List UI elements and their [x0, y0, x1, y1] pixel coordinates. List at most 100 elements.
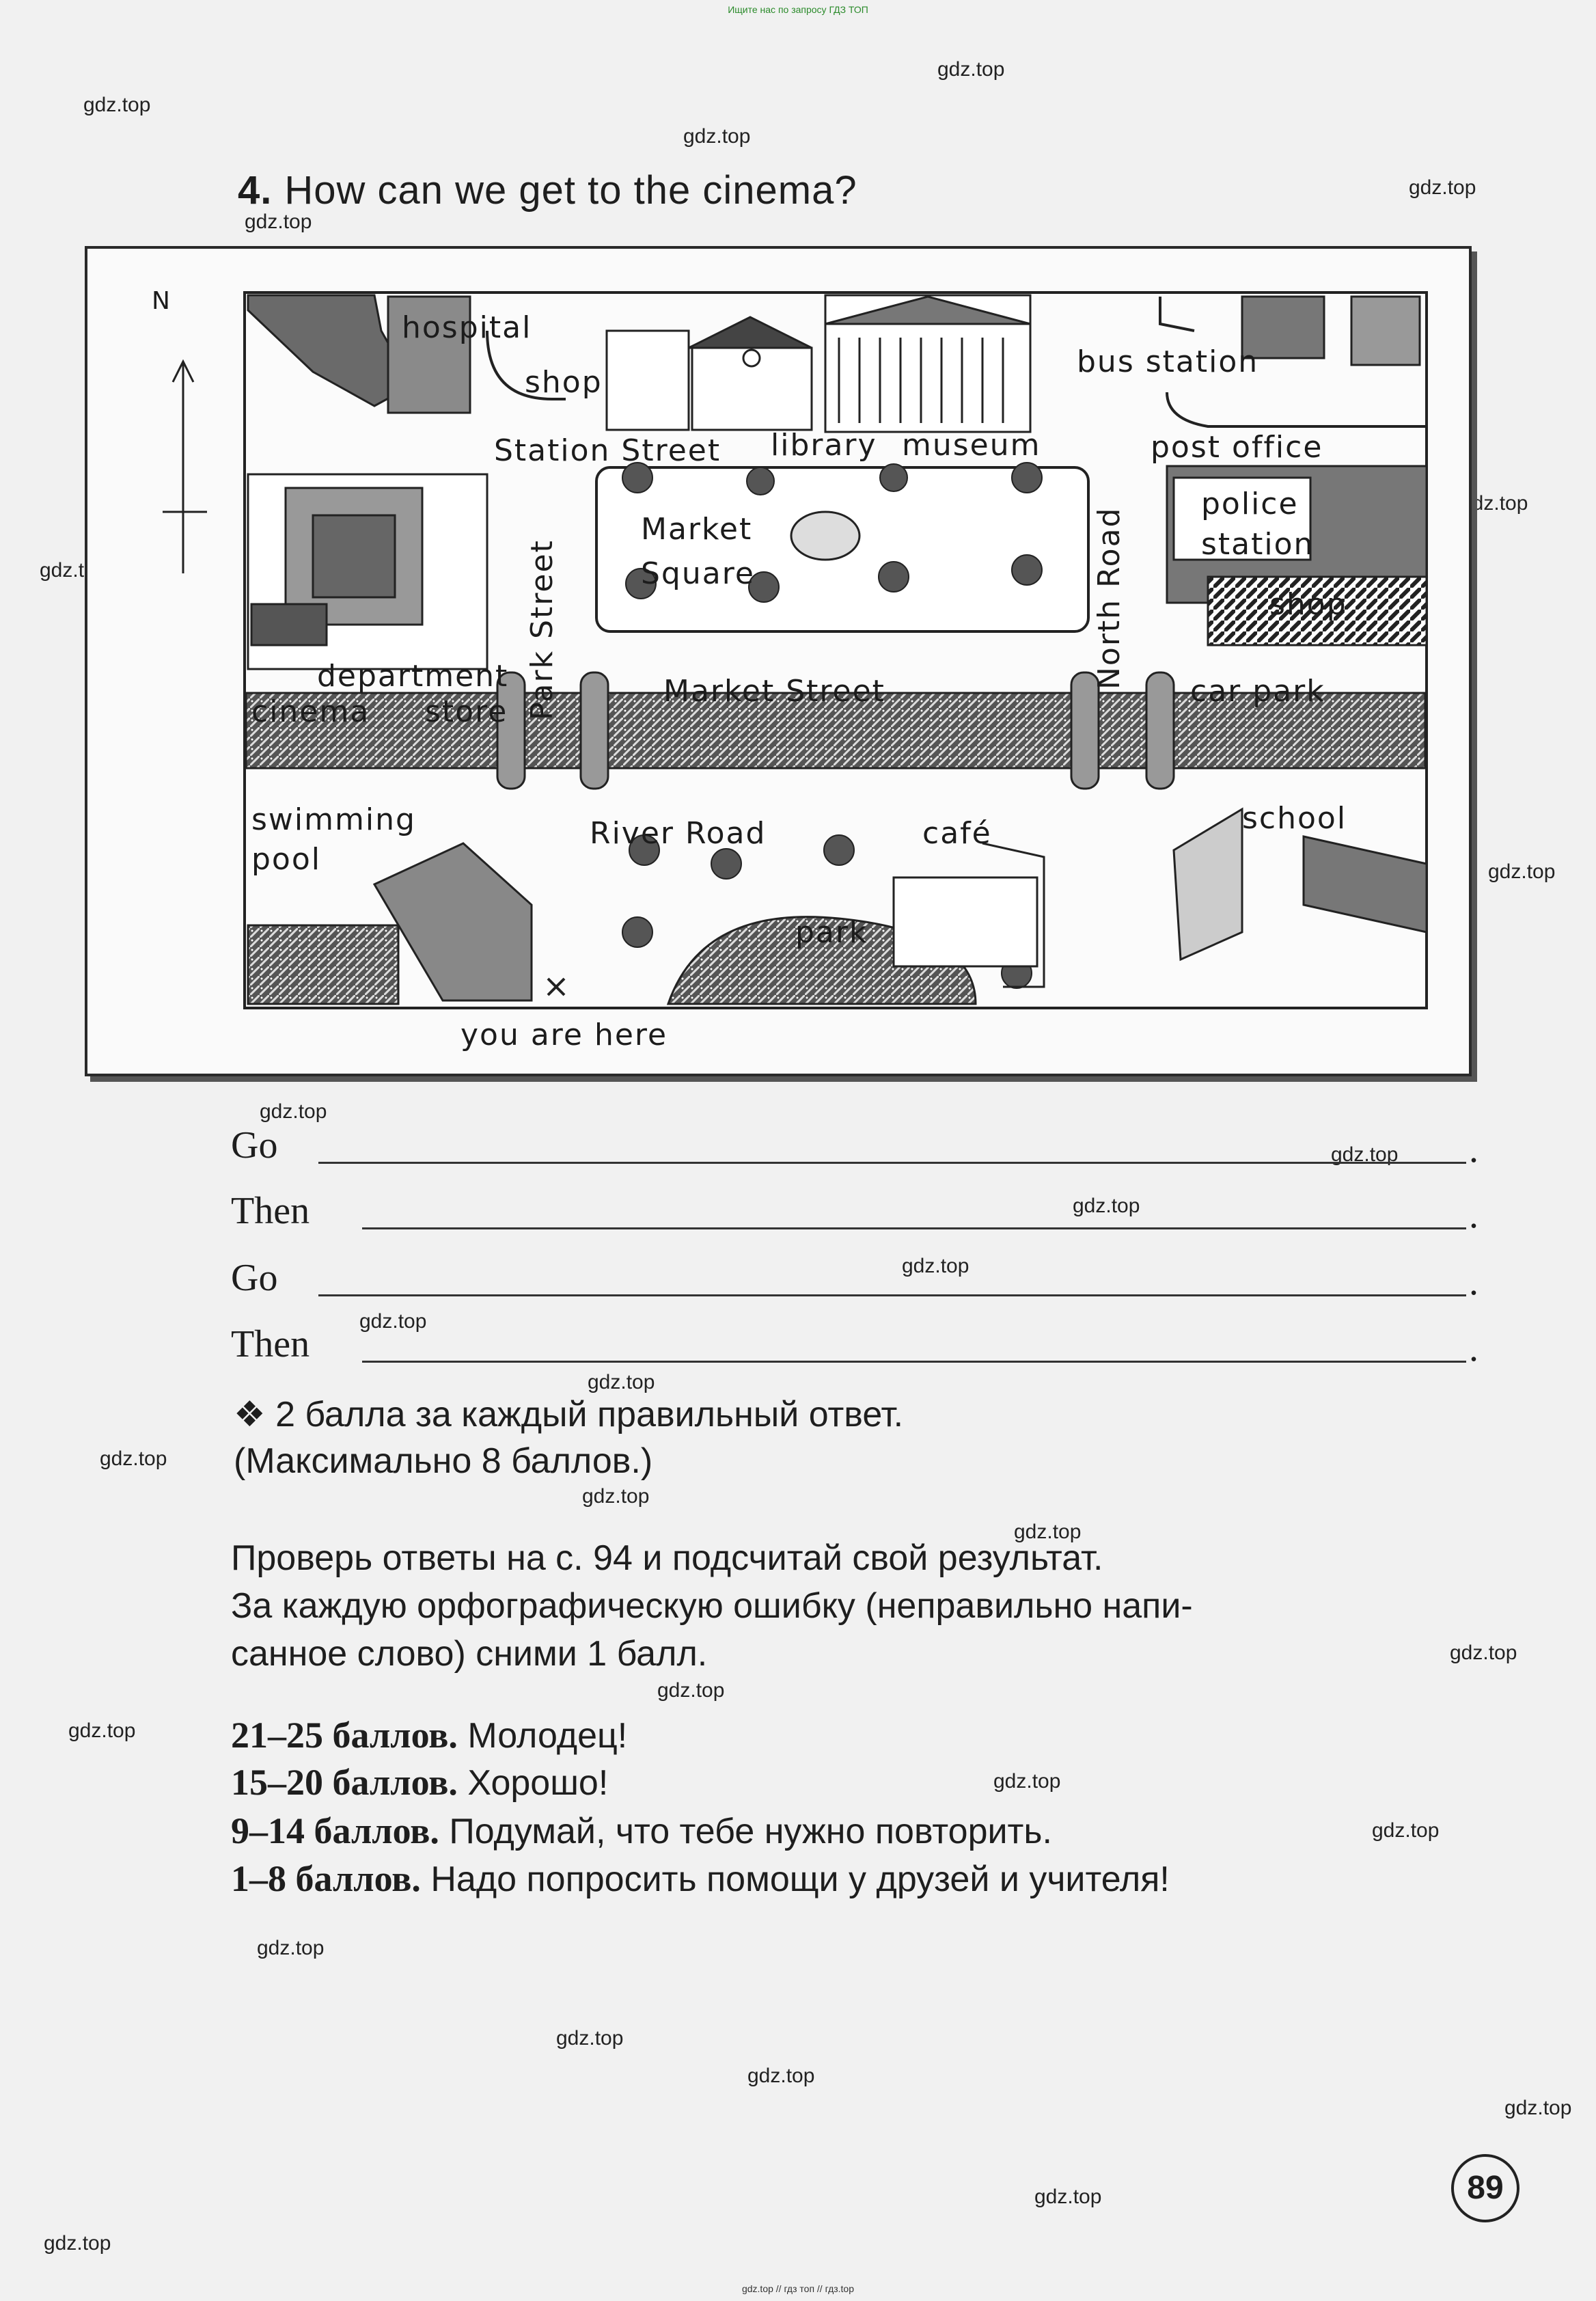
building-shop-right — [1207, 575, 1428, 646]
answer-line-4[interactable] — [362, 1361, 1466, 1363]
answer-dot: . — [1469, 1128, 1478, 1171]
score-range: 21–25 баллов. — [231, 1715, 458, 1756]
watermark: gdz.top — [100, 1447, 167, 1470]
label-shop-right: shop — [1269, 587, 1347, 622]
label-police-2: station — [1201, 527, 1315, 562]
label-park: park — [795, 915, 868, 950]
watermark: gdz.top — [657, 1679, 725, 1702]
label-police-1: police — [1201, 487, 1299, 521]
watermark: gdz.top — [993, 1770, 1061, 1793]
footer-link[interactable]: gdz.top // гдз топ // гдз.top — [741, 2283, 855, 2294]
bridge-middle — [579, 671, 609, 790]
label-station-street: Station Street — [494, 433, 721, 468]
watermark: gdz.top — [1014, 1521, 1082, 1543]
watermark: gdz.top — [245, 210, 312, 233]
label-market-2: Square — [641, 556, 755, 591]
bridge-right — [1070, 671, 1100, 790]
points-max: (Максимально 8 баллов.) — [234, 1441, 653, 1481]
watermark: gdz.top — [359, 1310, 427, 1333]
label-market-street: Market Street — [663, 674, 885, 709]
watermark: gdz.top — [83, 94, 151, 116]
town-map: N hospital shop bus station Station Stre… — [85, 246, 1472, 1076]
bridge-left — [496, 671, 526, 790]
label-pool: pool — [251, 842, 321, 877]
answer-word-2: Then — [231, 1190, 310, 1232]
label-river-road: River Road — [590, 816, 767, 851]
task-number: 4. — [238, 168, 273, 213]
watermark: gdz.top — [588, 1371, 655, 1393]
watermark: gdz.top — [260, 1100, 327, 1123]
watermark: gdz.top — [683, 125, 751, 148]
building-cinema — [250, 603, 328, 646]
watermark: gdz.top — [582, 1485, 650, 1508]
watermark: gdz.top — [1461, 492, 1528, 515]
label-post-office: post office — [1151, 430, 1323, 465]
label-hospital: hospital — [402, 310, 532, 345]
you-are-here-cross-icon — [547, 977, 566, 996]
building-shop-top — [605, 329, 690, 431]
answer-dot: . — [1469, 1327, 1478, 1370]
watermark: gdz.top — [1372, 1819, 1440, 1842]
label-car-park: car park — [1190, 674, 1325, 709]
watermark: gdz.top — [556, 2027, 624, 2050]
score-range: 15–20 баллов. — [231, 1762, 458, 1803]
building-bottom-left — [372, 842, 533, 1002]
kerb — [486, 330, 566, 400]
building-cafe — [892, 876, 1038, 968]
score-comment: Подумай, что тебе нужно повторить. — [449, 1812, 1052, 1851]
label-cinema: cinema — [251, 694, 370, 729]
score-comment: Надо попросить помощи у друзей и учителя… — [430, 1860, 1170, 1899]
score-row: 15–20 баллов. Хорошо! — [231, 1761, 608, 1803]
label-cafe: café — [922, 816, 992, 851]
label-shop-top: shop — [525, 365, 603, 400]
check-line-3: санное слово) сними 1 балл. — [231, 1634, 708, 1674]
task-question: How can we get to the cinema? — [284, 168, 857, 213]
label-market-1: Market — [641, 512, 753, 547]
label-park-street: Park Street — [525, 539, 560, 720]
building-top-right — [1241, 295, 1325, 359]
compass-arrow-icon — [171, 359, 195, 383]
label-museum: museum — [902, 428, 1041, 463]
answer-line-3[interactable] — [318, 1294, 1466, 1296]
answer-dot: . — [1469, 1261, 1478, 1303]
watermark: gdz.top — [902, 1255, 969, 1277]
label-school: school — [1242, 801, 1347, 836]
map-drawing — [163, 291, 1428, 1009]
score-range: 1–8 баллов. — [231, 1858, 421, 1899]
score-comment: Хорошо! — [467, 1763, 609, 1803]
header-link[interactable]: Ищите нас по запросу ГДЗ ТОП — [728, 4, 868, 15]
check-line-1: Проверь ответы на с. 94 и подсчитай свой… — [231, 1538, 1103, 1578]
answer-word-3: Go — [231, 1257, 278, 1299]
watermark: gdz.top — [68, 1719, 136, 1742]
watermark: gdz.top — [1488, 860, 1556, 883]
answer-line-2[interactable] — [362, 1227, 1466, 1229]
points-note: ❖ 2 балла за каждый правильный ответ. — [234, 1395, 904, 1434]
building-school — [1172, 807, 1243, 962]
score-row: 21–25 баллов. Молодец! — [231, 1714, 627, 1756]
watermark: gdz.top — [1034, 2186, 1102, 2208]
watermark: gdz.top — [1504, 2097, 1572, 2119]
page-number: 89 — [1451, 2154, 1519, 2222]
task-title: 4.How can we get to the cinema? — [238, 167, 857, 213]
label-north-road: North Road — [1092, 506, 1127, 690]
answer-line-1[interactable] — [318, 1162, 1466, 1164]
watermark: gdz.top — [937, 58, 1005, 81]
watermark: gdz.top — [1073, 1195, 1140, 1217]
label-store: store — [425, 694, 508, 729]
swimming-pool — [247, 924, 400, 1005]
compass-label: N — [152, 287, 171, 315]
label-you-are-here: you are here — [460, 1018, 668, 1052]
answer-word-1: Go — [231, 1124, 278, 1167]
watermark: gdz.top — [1409, 176, 1476, 199]
score-range: 9–14 баллов. — [231, 1810, 439, 1851]
label-swimming: swimming — [251, 802, 416, 837]
watermark: gdz.top — [257, 1937, 325, 1959]
score-comment: Молодец! — [467, 1716, 628, 1756]
clock-icon — [742, 349, 761, 368]
watermark: gdz.top — [44, 2232, 111, 2255]
answer-word-4: Then — [231, 1323, 310, 1365]
score-row: 1–8 баллов. Надо попросить помощи у друз… — [231, 1857, 1170, 1900]
label-bus-station: bus station — [1077, 344, 1259, 379]
river — [245, 692, 1427, 770]
answer-dot: . — [1469, 1194, 1478, 1236]
